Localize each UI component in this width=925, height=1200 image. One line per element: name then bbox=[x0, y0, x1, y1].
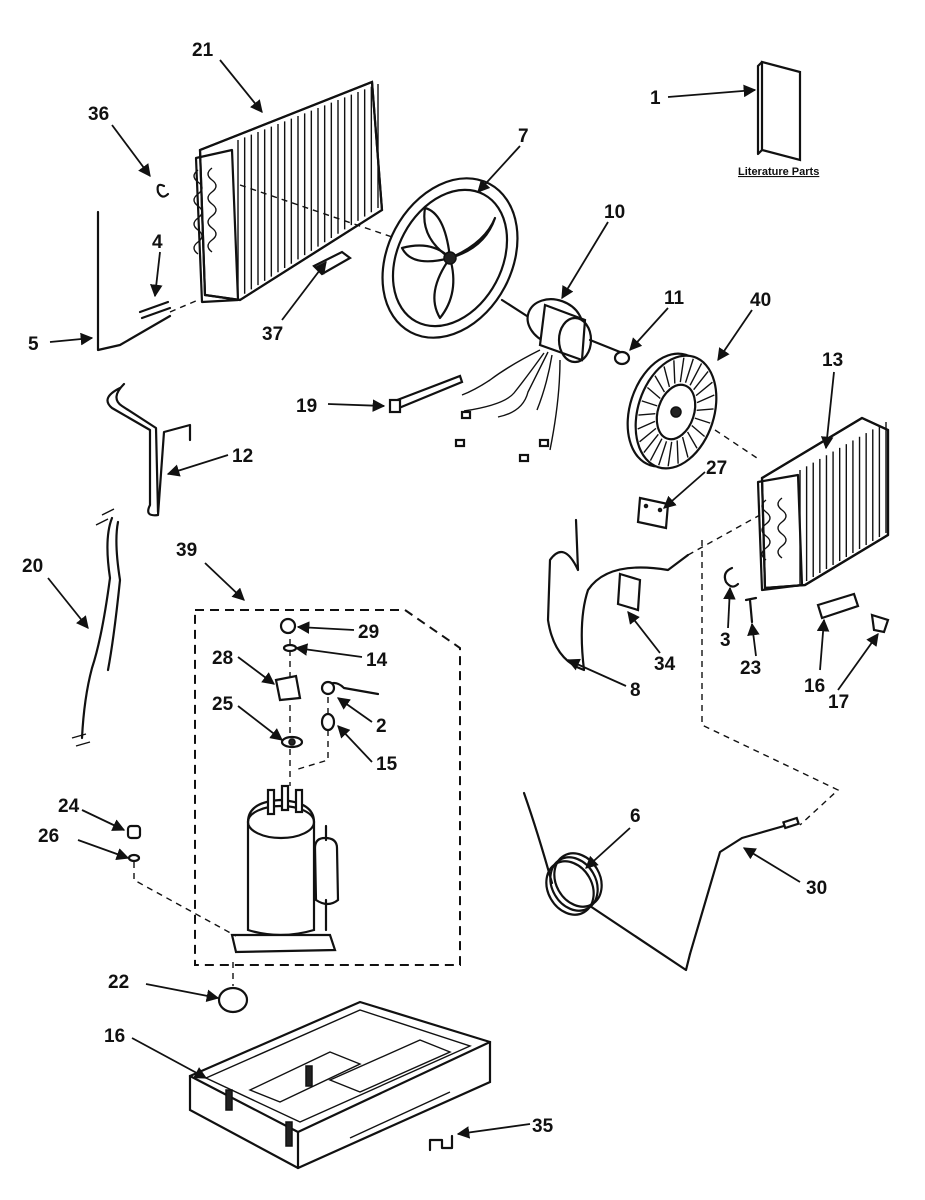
condenser-coil bbox=[193, 80, 384, 304]
callout-19: 19 bbox=[296, 396, 317, 417]
fin-line bbox=[637, 420, 656, 430]
fin-line bbox=[676, 440, 679, 464]
callout-1: 1 bbox=[650, 88, 661, 109]
callout-22: 22 bbox=[108, 972, 129, 993]
grommet-28 bbox=[274, 674, 302, 702]
washer-26 bbox=[127, 853, 141, 863]
clip-35 bbox=[428, 1134, 454, 1152]
clip-3 bbox=[723, 566, 740, 588]
grommet-15 bbox=[320, 712, 336, 732]
callout-30: 30 bbox=[806, 878, 827, 899]
callout-12: 12 bbox=[232, 446, 253, 467]
callout-24: 24 bbox=[58, 796, 80, 817]
callout-numbers: 1 21 36 7 10 4 11 40 5 37 13 19 12 27 39… bbox=[22, 40, 849, 1137]
fin-line bbox=[691, 424, 706, 438]
fin-line bbox=[673, 360, 676, 384]
callout-14: 14 bbox=[366, 650, 388, 671]
callout-34: 34 bbox=[654, 654, 676, 675]
washer-14 bbox=[282, 643, 298, 653]
callout-6: 6 bbox=[630, 806, 641, 827]
clip-17 bbox=[870, 613, 890, 634]
callout-37: 37 bbox=[262, 324, 283, 345]
callout-39: 39 bbox=[176, 540, 197, 561]
fin-line bbox=[689, 363, 703, 386]
callout-7: 7 bbox=[518, 126, 529, 147]
service-valve-4 bbox=[138, 300, 172, 320]
wire-harness-20 bbox=[80, 516, 114, 740]
compressor-group-boundary bbox=[194, 609, 461, 966]
callout-11: 11 bbox=[664, 288, 685, 309]
fin-line bbox=[654, 375, 666, 393]
fin-line bbox=[695, 381, 713, 397]
callout-28: 28 bbox=[212, 648, 233, 669]
nut-11 bbox=[613, 350, 631, 366]
callout-5: 5 bbox=[28, 334, 39, 355]
fin-line bbox=[658, 441, 668, 466]
fan-blade bbox=[381, 177, 519, 339]
fin-line bbox=[694, 417, 711, 424]
bracket-34 bbox=[616, 572, 642, 612]
fin-line bbox=[641, 400, 658, 407]
callout-25: 25 bbox=[212, 694, 234, 715]
fin-line bbox=[646, 386, 661, 400]
evaporator-coil bbox=[756, 416, 890, 592]
clip-23 bbox=[744, 596, 758, 624]
callout-21: 21 bbox=[192, 40, 214, 61]
callout-35: 35 bbox=[532, 1116, 554, 1137]
callout-2: 2 bbox=[376, 716, 387, 737]
capillary-coil-6 bbox=[522, 791, 692, 972]
fin-line bbox=[638, 412, 656, 416]
fin-line bbox=[681, 436, 689, 458]
callout-10: 10 bbox=[604, 202, 625, 223]
clip-36 bbox=[156, 183, 170, 198]
discharge-tube-12 bbox=[106, 386, 192, 517]
bracket-16 bbox=[816, 592, 860, 620]
nut-24 bbox=[126, 824, 142, 840]
callout-29: 29 bbox=[358, 622, 379, 643]
leader-lines bbox=[47, 59, 879, 1139]
fan-motor bbox=[454, 298, 622, 463]
callout-23: 23 bbox=[740, 658, 761, 679]
pad-27 bbox=[636, 496, 670, 530]
fin-line bbox=[663, 366, 671, 388]
base-pan bbox=[188, 1000, 492, 1170]
callout-20: 20 bbox=[22, 556, 43, 577]
blower-wheel bbox=[626, 352, 718, 470]
fin-line bbox=[643, 433, 659, 453]
fin-line bbox=[693, 371, 709, 391]
capillary-tube-5 bbox=[96, 210, 172, 352]
fin-line bbox=[679, 357, 685, 383]
callout-40: 40 bbox=[750, 290, 771, 311]
strap-19 bbox=[390, 374, 464, 412]
callout-26: 26 bbox=[38, 826, 59, 847]
callout-27: 27 bbox=[706, 458, 727, 479]
fin-line bbox=[696, 394, 715, 404]
fin-line bbox=[696, 408, 714, 412]
callout-15: 15 bbox=[376, 754, 398, 775]
fin-line bbox=[684, 358, 694, 383]
capillary-tube-8 bbox=[546, 518, 690, 672]
fin-line bbox=[639, 427, 657, 443]
fin-line bbox=[649, 438, 663, 461]
nut-29 bbox=[279, 617, 297, 635]
tube-30 bbox=[688, 820, 800, 956]
callout-17: 17 bbox=[828, 692, 849, 713]
literature-booklet bbox=[756, 60, 802, 162]
fin-line bbox=[667, 441, 673, 467]
callout-16b: 16 bbox=[104, 1026, 125, 1047]
compressor bbox=[230, 784, 340, 954]
grommet-22 bbox=[217, 986, 249, 1014]
literature-parts-label: Literature Parts bbox=[738, 166, 819, 178]
callout-36: 36 bbox=[88, 104, 109, 125]
fin-line bbox=[686, 431, 698, 449]
callout-4: 4 bbox=[152, 232, 163, 253]
callout-13: 13 bbox=[822, 350, 843, 371]
callout-16a: 16 bbox=[804, 676, 825, 697]
callout-3: 3 bbox=[720, 630, 731, 651]
callout-8: 8 bbox=[630, 680, 641, 701]
